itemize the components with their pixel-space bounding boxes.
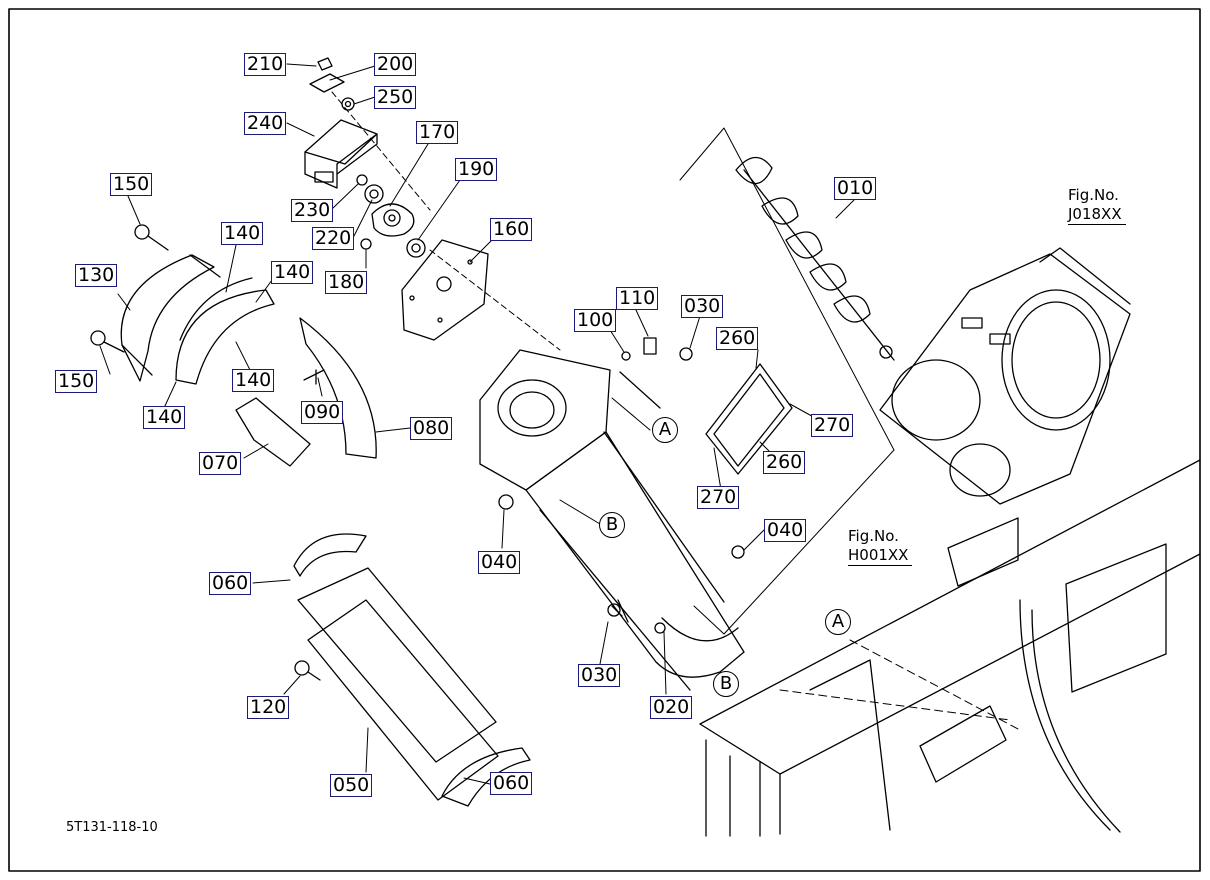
fig-ref-label: Fig.No.: [1068, 186, 1119, 204]
callout-070[interactable]: 070: [199, 452, 242, 475]
mounting-plate: [401, 239, 561, 351]
ref-marker-b-housing: B: [599, 512, 625, 538]
callout-220[interactable]: 220: [312, 227, 355, 250]
callout-230[interactable]: 230: [291, 199, 334, 222]
fig-ref-number: J018XX: [1068, 205, 1126, 225]
callout-190[interactable]: 190: [455, 158, 498, 181]
shroud-and-guide: [235, 317, 377, 467]
callout-040-right[interactable]: 040: [764, 519, 807, 542]
fig-ref-j018xx[interactable]: Fig.No. J018XX: [1068, 186, 1126, 225]
callout-020[interactable]: 020: [650, 696, 693, 719]
callout-090[interactable]: 090: [301, 401, 344, 424]
ref-marker-a-housing: A: [652, 417, 678, 443]
callout-140-right[interactable]: 140: [271, 261, 314, 284]
callout-130[interactable]: 130: [75, 264, 118, 287]
top-bracket-assembly: [304, 57, 431, 211]
drawing-border: [8, 8, 1201, 872]
main-housing: [479, 349, 745, 691]
callout-060-bottom[interactable]: 060: [490, 772, 533, 795]
auger: [679, 127, 895, 635]
callout-160[interactable]: 160: [490, 218, 533, 241]
callout-040-left[interactable]: 040: [478, 551, 521, 574]
end-housing: [879, 247, 1131, 505]
callout-270-right[interactable]: 270: [811, 414, 854, 437]
callout-120[interactable]: 120: [247, 696, 290, 719]
callout-080[interactable]: 080: [410, 417, 453, 440]
bearing-assembly: [356, 174, 426, 258]
callout-140-bottom[interactable]: 140: [143, 406, 186, 429]
callout-170[interactable]: 170: [416, 121, 459, 144]
callout-150-top[interactable]: 150: [110, 173, 153, 196]
ref-marker-b-frame: B: [713, 671, 739, 697]
fig-ref-label: Fig.No.: [848, 527, 899, 545]
callout-140-mid[interactable]: 140: [232, 369, 275, 392]
callout-240[interactable]: 240: [244, 112, 287, 135]
callout-060-top[interactable]: 060: [209, 572, 252, 595]
callout-030-top[interactable]: 030: [681, 295, 724, 318]
callout-270-left[interactable]: 270: [697, 486, 740, 509]
callout-100[interactable]: 100: [574, 309, 617, 332]
left-covers: [90, 224, 275, 385]
callout-260-bottom[interactable]: 260: [763, 451, 806, 474]
ref-marker-a-frame: A: [825, 609, 851, 635]
callout-030-bottom[interactable]: 030: [578, 664, 621, 687]
leader-lines: [99, 63, 855, 785]
inspection-window: [705, 363, 793, 475]
fig-ref-h001xx[interactable]: Fig.No. H001XX: [848, 527, 913, 566]
drawing-number: 5T131-118-10: [66, 820, 158, 835]
callout-110[interactable]: 110: [616, 287, 659, 310]
callout-210[interactable]: 210: [244, 53, 287, 76]
small-fasteners: [619, 337, 693, 409]
callout-140-top[interactable]: 140: [221, 222, 264, 245]
chassis-frame: [699, 459, 1201, 837]
callout-180[interactable]: 180: [325, 271, 368, 294]
callout-010[interactable]: 010: [834, 177, 877, 200]
callout-050[interactable]: 050: [330, 774, 373, 797]
callout-250[interactable]: 250: [374, 86, 417, 109]
fig-ref-number: H001XX: [848, 546, 913, 566]
callout-150-bottom[interactable]: 150: [55, 370, 98, 393]
lower-covers: [293, 533, 531, 807]
callout-200[interactable]: 200: [374, 53, 417, 76]
callout-260-top[interactable]: 260: [716, 327, 759, 350]
